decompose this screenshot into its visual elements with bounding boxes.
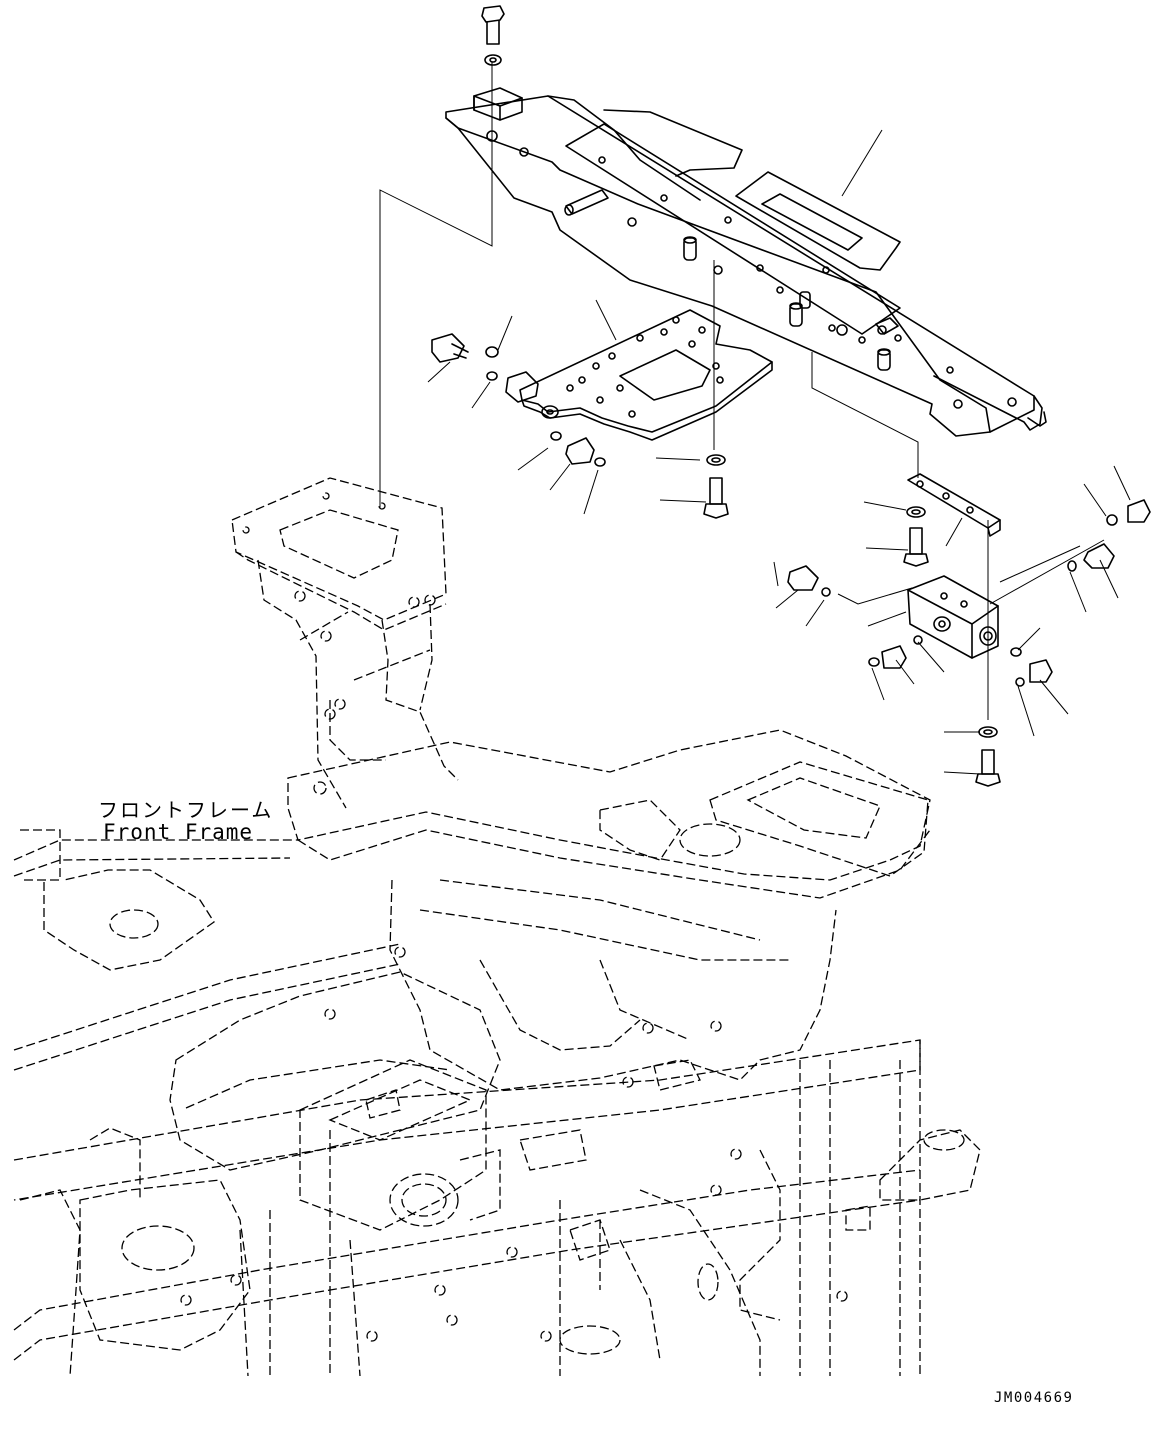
- leader-lines: [379, 62, 1131, 775]
- mounting-plate-small: [505, 309, 773, 441]
- fittings: [431, 333, 1151, 787]
- frame-bolts: [180, 492, 848, 1342]
- front-frame-label-jp: フロントフレーム: [98, 798, 274, 822]
- bracket-holes: [486, 130, 1017, 409]
- front-frame: [13, 477, 981, 1377]
- front-frame-label-en: Front Frame: [103, 820, 254, 844]
- drawing-code: JM004669: [994, 1390, 1074, 1406]
- mounting-bracket-long: [445, 87, 1047, 437]
- top-bolt: [481, 5, 505, 66]
